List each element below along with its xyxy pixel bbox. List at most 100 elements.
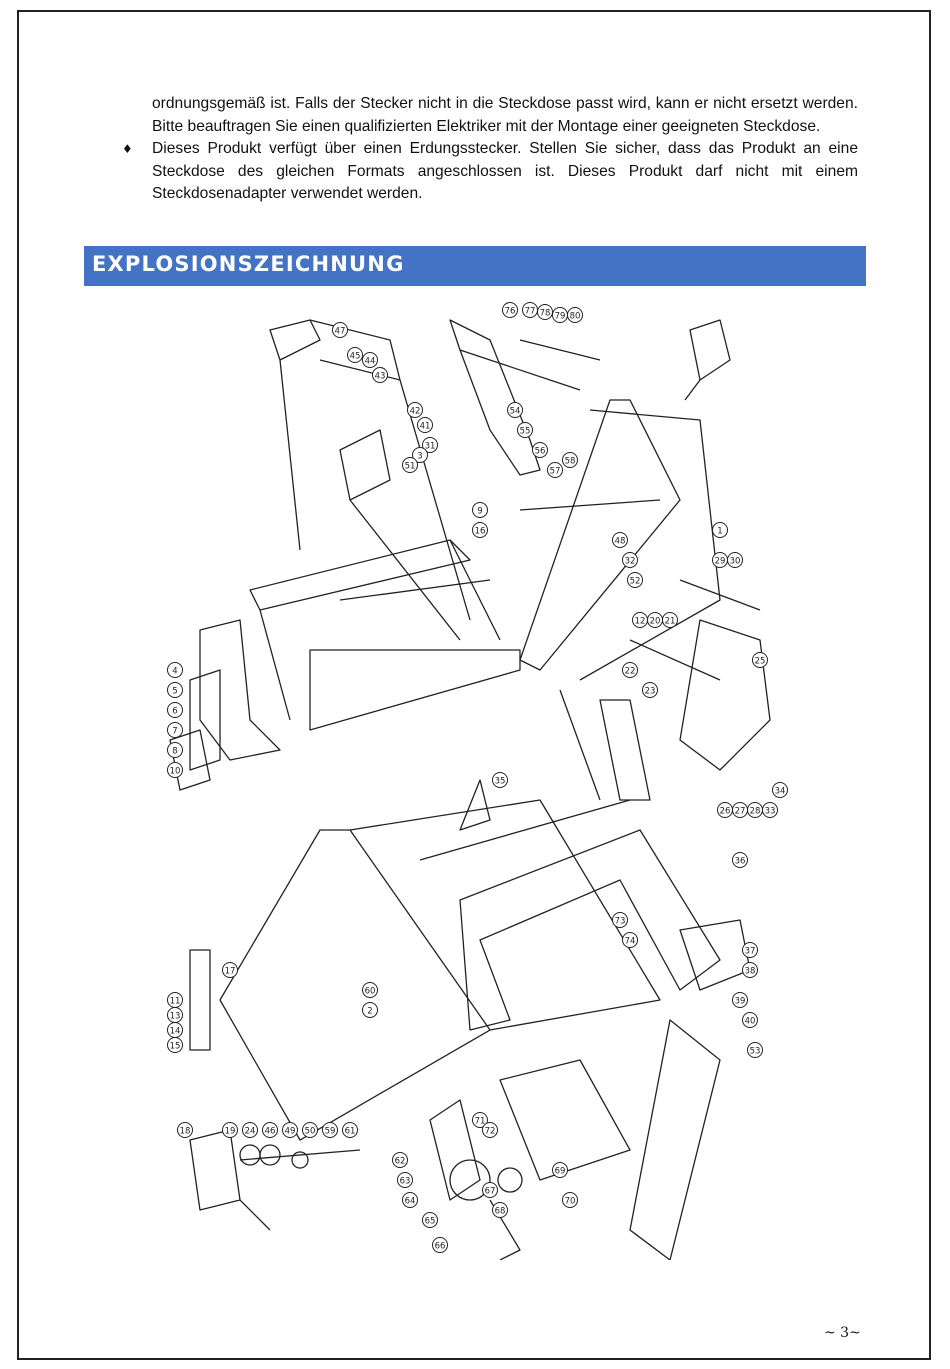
- callout-circle: [727, 552, 743, 568]
- callout-label: 61: [345, 1127, 356, 1137]
- part-callout: 38: [742, 962, 758, 978]
- callout-circle: [742, 942, 758, 958]
- callout-label: 19: [225, 1127, 236, 1137]
- part-callout: 14: [167, 1022, 183, 1038]
- safety-text: ordnungsgemäß ist. Falls der Stecker nic…: [122, 93, 858, 206]
- part-callout: 76: [502, 302, 518, 318]
- part-callout: 25: [752, 652, 768, 668]
- callout-label: 15: [170, 1042, 181, 1052]
- callout-label: 51: [405, 462, 416, 472]
- callout-label: 69: [555, 1167, 566, 1177]
- part-callout: 73: [612, 912, 628, 928]
- callout-label: 32: [625, 557, 636, 567]
- callout-circle: [362, 982, 378, 998]
- part-callout: 66: [432, 1237, 448, 1253]
- callout-label: 68: [495, 1207, 506, 1217]
- callout-circle: [412, 447, 428, 463]
- callout-label: 44: [365, 357, 376, 367]
- callout-label: 31: [425, 442, 436, 452]
- callout-circle: [282, 1122, 298, 1138]
- part-callout: 44: [362, 352, 378, 368]
- part-callout: 16: [472, 522, 488, 538]
- callout-circle: [492, 1202, 508, 1218]
- callout-label: 38: [745, 967, 756, 977]
- callout-circle: [407, 402, 423, 418]
- part-callout: 40: [742, 1012, 758, 1028]
- callout-circle: [167, 682, 183, 698]
- part-callout: 47: [332, 322, 348, 338]
- part-callout: 53: [747, 1042, 763, 1058]
- callout-label: 56: [535, 447, 546, 457]
- callout-circle: [422, 1212, 438, 1228]
- callout-circle: [417, 417, 433, 433]
- callout-label: 72: [485, 1127, 496, 1137]
- part-callout: 70: [562, 1192, 578, 1208]
- callout-label: 80: [570, 312, 581, 322]
- part-callout: 22: [622, 662, 638, 678]
- callout-circle: [362, 1002, 378, 1018]
- callout-label: 62: [395, 1157, 406, 1167]
- callout-label: 23: [645, 687, 656, 697]
- callout-label: 30: [730, 557, 741, 567]
- part-callout: 63: [397, 1172, 413, 1188]
- part-callout: 11: [167, 992, 183, 1008]
- callout-circle: [622, 932, 638, 948]
- part-callout: 35: [492, 772, 508, 788]
- callout-label: 28: [750, 807, 761, 817]
- callout-label: 14: [170, 1027, 181, 1037]
- part-callout: 45: [347, 347, 363, 363]
- callout-label: 6: [172, 707, 177, 717]
- callout-label: 46: [265, 1127, 276, 1137]
- callout-label: 24: [245, 1127, 256, 1137]
- part-callout: 69: [552, 1162, 568, 1178]
- callout-circle: [332, 322, 348, 338]
- callout-circle: [222, 962, 238, 978]
- callout-circle: [662, 612, 678, 628]
- callout-label: 8: [172, 747, 177, 757]
- callout-label: 12: [635, 617, 646, 627]
- callout-label: 10: [170, 767, 181, 777]
- part-callout: 37: [742, 942, 758, 958]
- section-title: EXPLOSIONSZEICHNUNG: [92, 252, 405, 276]
- callout-label: 70: [565, 1197, 576, 1207]
- callout-circle: [762, 802, 778, 818]
- callout-circle: [502, 302, 518, 318]
- part-callout: 32: [622, 552, 638, 568]
- part-callout: 79: [552, 307, 568, 323]
- callout-label: 21: [665, 617, 676, 627]
- callout-label: 35: [495, 777, 506, 787]
- callout-label: 9: [477, 507, 482, 517]
- part-callout: 33: [762, 802, 778, 818]
- callout-label: 47: [335, 327, 346, 337]
- part-callout: 62: [392, 1152, 408, 1168]
- callout-label: 17: [225, 967, 236, 977]
- callout-circle: [167, 762, 183, 778]
- part-callout: 13: [167, 1007, 183, 1023]
- part-callout: 4: [167, 662, 183, 678]
- callout-circle: [567, 307, 583, 323]
- callout-label: 48: [615, 537, 626, 547]
- callout-label: 26: [720, 807, 731, 817]
- callout-circle: [517, 422, 533, 438]
- callout-circle: [732, 992, 748, 1008]
- callout-circle: [732, 852, 748, 868]
- callout-label: 7: [172, 727, 177, 737]
- callout-label: 36: [735, 857, 746, 867]
- part-callout: 18: [177, 1122, 193, 1138]
- callout-circle: [177, 1122, 193, 1138]
- part-callout: 77: [522, 302, 538, 318]
- part-callout: 65: [422, 1212, 438, 1228]
- callout-circle: [472, 502, 488, 518]
- callout-label: 60: [365, 987, 376, 997]
- callout-circle: [742, 1012, 758, 1028]
- part-callout: 41: [417, 417, 433, 433]
- callout-circle: [752, 652, 768, 668]
- callout-circle: [242, 1122, 258, 1138]
- callout-circle: [747, 1042, 763, 1058]
- callout-circle: [472, 1112, 488, 1128]
- callout-label: 37: [745, 947, 756, 957]
- callout-label: 22: [625, 667, 636, 677]
- callout-circle: [547, 462, 563, 478]
